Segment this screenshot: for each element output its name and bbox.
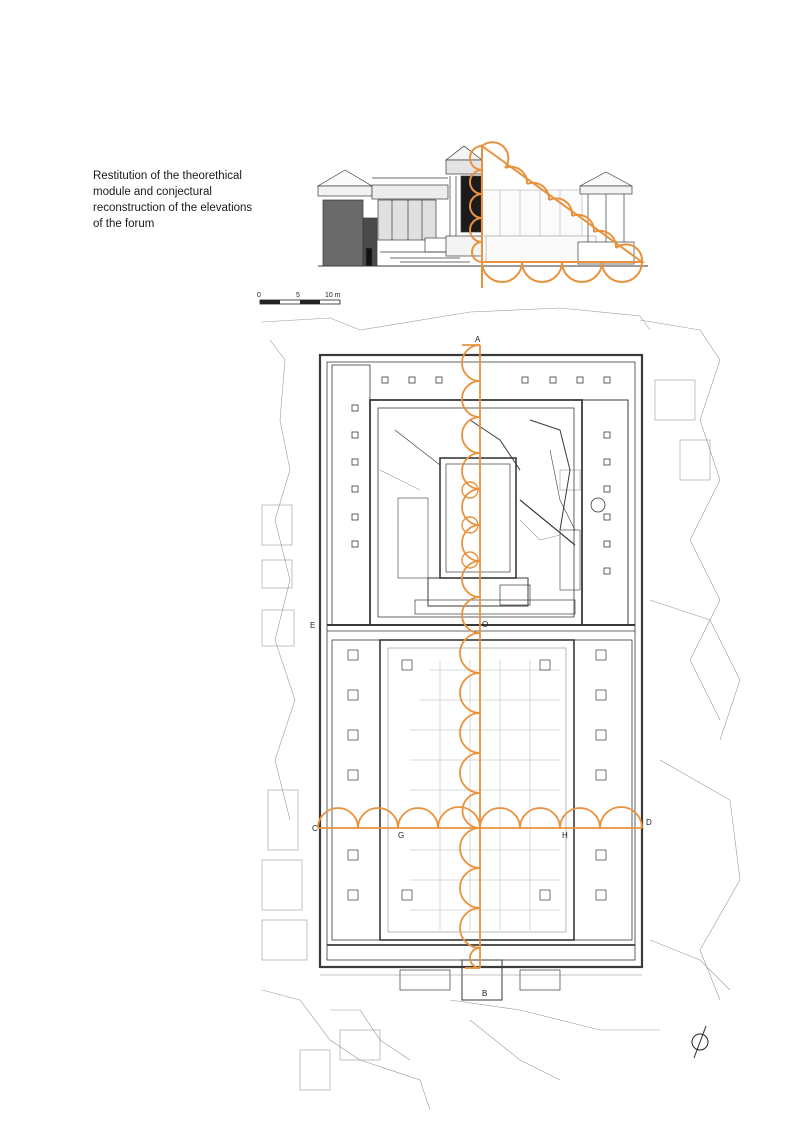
- paving: [410, 660, 560, 930]
- caption-line-4: of the forum: [93, 218, 155, 230]
- label-d: D: [646, 818, 652, 827]
- label-e: E: [310, 621, 315, 630]
- forum-elevation: [316, 145, 648, 267]
- scale-label-0: 0: [257, 292, 261, 299]
- plan-labels: A B C D E G H O: [310, 335, 652, 998]
- label-b: B: [482, 989, 487, 998]
- caption-line-2: module and conjectural: [93, 186, 212, 198]
- pillars-lower: [347, 649, 607, 901]
- label-a: A: [475, 335, 481, 344]
- scale-label-5: 5: [296, 292, 300, 299]
- scale-bar: 0 5 10 m: [257, 292, 341, 305]
- scale-label-10: 10 m: [325, 292, 341, 299]
- elevation-module: [469, 141, 646, 288]
- pillars-top: [351, 376, 611, 575]
- caption-line-1: Restitution of the theorethical: [93, 170, 242, 182]
- label-h: H: [562, 831, 568, 840]
- figure-caption: Restitution of the theorethical module a…: [93, 168, 268, 232]
- label-c: C: [312, 824, 318, 833]
- label-o: O: [482, 620, 488, 629]
- plan-module: [317, 344, 643, 969]
- north-arrow-icon: [691, 1025, 709, 1059]
- label-g: G: [398, 831, 404, 840]
- surrounding-ruins: [261, 307, 741, 1111]
- caption-line-3: reconstruction of the elevations: [93, 202, 253, 214]
- forum-plan: [261, 307, 741, 1111]
